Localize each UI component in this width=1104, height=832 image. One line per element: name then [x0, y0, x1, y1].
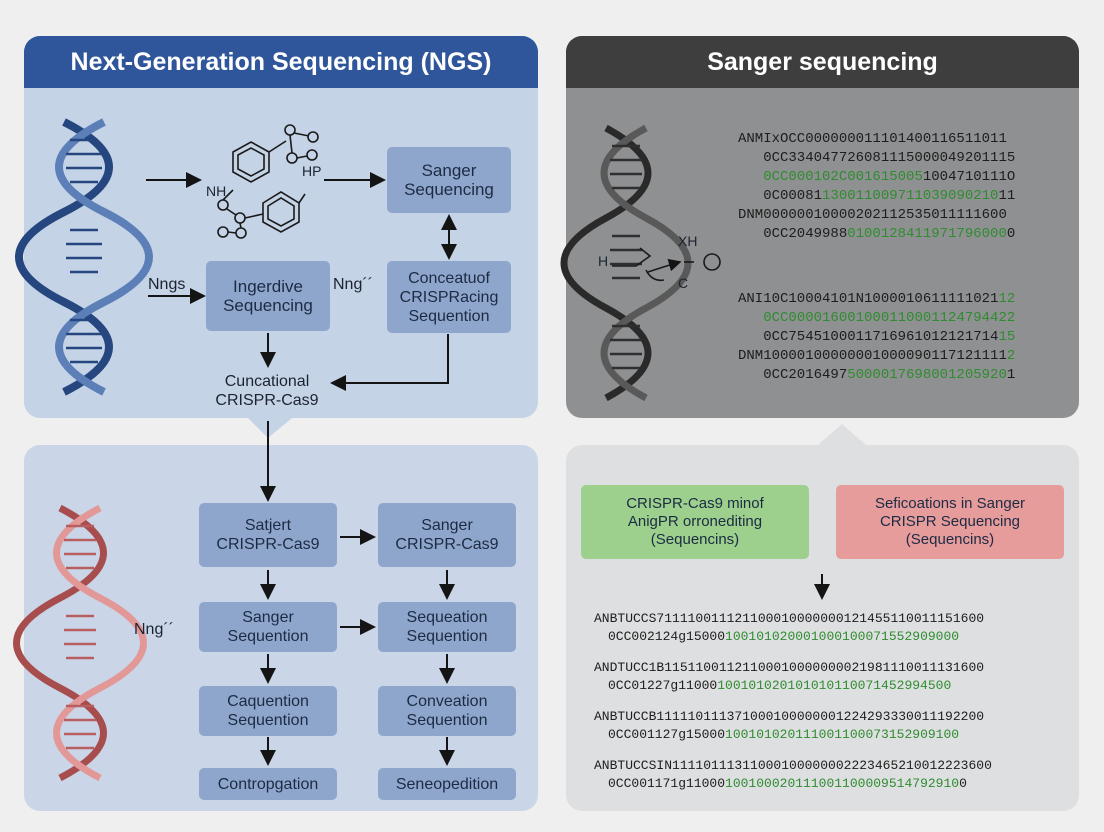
sequence-segment: 0	[959, 776, 967, 791]
sequence-segment: 0CC7545100011716961012121714	[738, 329, 999, 345]
sequence-segment: 0CC000016001000110001124794422	[763, 310, 1016, 326]
sequence-segment: 0CC01227g11000	[608, 678, 718, 693]
box-satjert: Satjert CRISPR-Cas9	[199, 503, 337, 567]
molecule-structure-icon	[217, 124, 319, 239]
sequence-segment: 0CC334047726081115000049201115	[738, 150, 1016, 166]
box-ingerdive-sequencing: Ingerdive Sequencing	[206, 261, 330, 331]
sequence-line: 0CC001127g150001001010201110011000731529…	[594, 726, 992, 744]
sequence-segment: 0CC001171g11000	[608, 776, 726, 791]
box-sanger-sequention: Sanger Sequention	[199, 602, 337, 652]
sequence-line: ANBTUCCS71111001112110001000000012145511…	[594, 610, 992, 628]
sequence-segment: 1	[1006, 367, 1016, 383]
sequence-segment: 100100020111001100009514792910	[725, 776, 960, 791]
sequence-segment	[738, 310, 763, 326]
sequence-line: ANMIxOCC000000011101400116511011	[738, 130, 1015, 149]
sequence-segment: 1004710111O	[922, 169, 1016, 185]
dna-helix-icon-blue	[15, 118, 153, 396]
sequence-line: 0CC000016001000110001124794422	[738, 309, 1015, 328]
green-box-crispr-cas9: CRISPR-Cas9 minof AnigPR orronediting (S…	[581, 485, 809, 559]
sequence-line: 0C0008113001100971103909021011	[738, 187, 1015, 206]
ngs-header: Next-Generation Sequencing (NGS)	[24, 36, 538, 88]
ngs-lower-arrows	[260, 529, 455, 766]
sequence-segment: ANBTUCCB11111011137100010000000122429333…	[594, 709, 977, 724]
sequence-line: DNM00000010000202112535011111600	[738, 206, 1015, 225]
sequence-segment: 0CC2049988	[738, 226, 848, 242]
sequence-segment	[738, 169, 763, 185]
sequence-segment: 2	[1006, 348, 1016, 364]
sequence-line: 0CC002124g150001001010200010001000715529…	[594, 628, 992, 646]
sequence-segment: ANBTUCCS71111001112110001000000012145511…	[594, 611, 977, 626]
ngs-callout-tail	[248, 418, 292, 438]
sanger-callout-tail	[818, 424, 866, 445]
sequence-line: 0CC334047726081115000049201115	[738, 149, 1015, 168]
label-nngs: Nngs	[148, 276, 186, 293]
sequence-line: 0CC01227g1100010010102010101011007145299…	[594, 677, 992, 695]
sequence-block-3: ANBTUCCS71111001112110001000000012145511…	[594, 610, 992, 793]
sanger-header: Sanger sequencing	[566, 36, 1079, 88]
sequence-segment: ANI10C10004101N1000010611111021	[738, 291, 999, 307]
box-conceatuof: Conceatuof CRISPRacing Sequention	[387, 261, 511, 333]
sequence-segment: 0	[984, 758, 992, 773]
sequence-segment: 0	[976, 611, 985, 626]
sequence-segment: 0CC000102C001615005	[763, 169, 923, 185]
sequence-segment: 12	[998, 291, 1016, 307]
sequence-segment: 100101020001000100071552909000	[725, 629, 960, 644]
box-conveation: Conveation Sequention	[378, 686, 516, 736]
sequence-line: ANBTUCCSIN111101113110001000000022234652…	[594, 757, 992, 775]
sequence-segment: 5000017698001205920	[847, 367, 1007, 383]
sequence-block-1: ANMIxOCC000000011101400116511011 0CC3340…	[738, 130, 1015, 244]
sequence-segment: 0C00081	[738, 188, 823, 204]
sequence-segment: 0CC001127g15000	[608, 727, 726, 742]
box-sanger-sequencing: Sanger Sequencing	[387, 147, 511, 213]
sequence-segment: 0	[976, 709, 985, 724]
sequence-line: ANDTUCC1B1151100112110001000000002198111…	[594, 659, 992, 677]
box-seneopedition: Seneopedition	[378, 768, 516, 800]
sequence-segment: 130011009711039090210	[822, 188, 999, 204]
sequence-line: 0CC754510001171696101212171415	[738, 328, 1015, 347]
molecule-label-h: H	[598, 253, 609, 269]
sequence-line: ANI10C10004101N100001061111102112	[738, 290, 1015, 309]
sequence-segment: DNM00000010000202112535011111600	[738, 207, 1007, 223]
sequence-segment: 0CC002124g15000	[608, 629, 726, 644]
sequence-line: 0CC000102C0016150051004710111O	[738, 168, 1015, 187]
dna-helix-icon-pink	[13, 504, 147, 782]
sequence-segment: 100101020111001100073152909100	[725, 727, 960, 742]
molecule-label-hp: HP	[302, 163, 322, 179]
sequence-segment: ANDTUCC1B1151100112110001000000002198111…	[594, 660, 985, 675]
sequence-line: ANBTUCCB11111011137100010000000122429333…	[594, 708, 992, 726]
sequence-segment: 0100128411971796000	[847, 226, 1007, 242]
sequence-line: DNM100001000000010000901171211112	[738, 347, 1015, 366]
sequence-segment: 0	[1006, 226, 1016, 242]
molecule-label-xh: XH	[678, 233, 698, 249]
box-contropgation: Contropgation	[199, 768, 337, 800]
dna-helix-icon-gray	[560, 124, 692, 402]
sequence-line: 0CC001171g110001001000201110011000095147…	[594, 775, 992, 793]
box-sequeation: Sequeation Sequention	[378, 602, 516, 652]
box-sanger-crispr: Sanger CRISPR-Cas9	[378, 503, 516, 567]
sequence-block-2: ANI10C10004101N100001061111102112 0CC000…	[738, 290, 1015, 385]
sequence-segment: 0CC2016497	[738, 367, 848, 383]
red-box-sanger-crispr: Seficoations in Sanger CRISPR Sequencing…	[836, 485, 1064, 559]
sequence-segment: ANMIxOCC000000011101400116511011	[738, 131, 1007, 147]
sequence-line: 0CC201649750000176980012059201	[738, 366, 1015, 385]
label-nng-side: Nng´´	[134, 621, 175, 638]
sequence-segment: ANBTUCCSIN111101113110001000000022234652…	[594, 758, 985, 773]
label-cuncational: Cuncational CRISPR-Cas9	[215, 373, 319, 409]
sanger-panel	[566, 36, 1079, 418]
ngs-arrows	[146, 172, 457, 502]
molecule-fragment-icon	[612, 247, 721, 282]
molecule-label-nh: NH	[206, 183, 227, 199]
sequence-segment: DNM10000100000001000090117121111	[738, 348, 1007, 364]
sequence-line: 0CC204998801001284119717960000	[738, 225, 1015, 244]
sequence-segment: 15	[998, 329, 1016, 345]
label-nng: Nng´´	[333, 276, 374, 293]
sequence-segment: 100101020101010110071452994500	[717, 678, 952, 693]
box-caquention: Caquention Sequention	[199, 686, 337, 736]
sequence-segment: 11	[998, 188, 1016, 204]
molecule-label-c: C	[678, 275, 689, 291]
